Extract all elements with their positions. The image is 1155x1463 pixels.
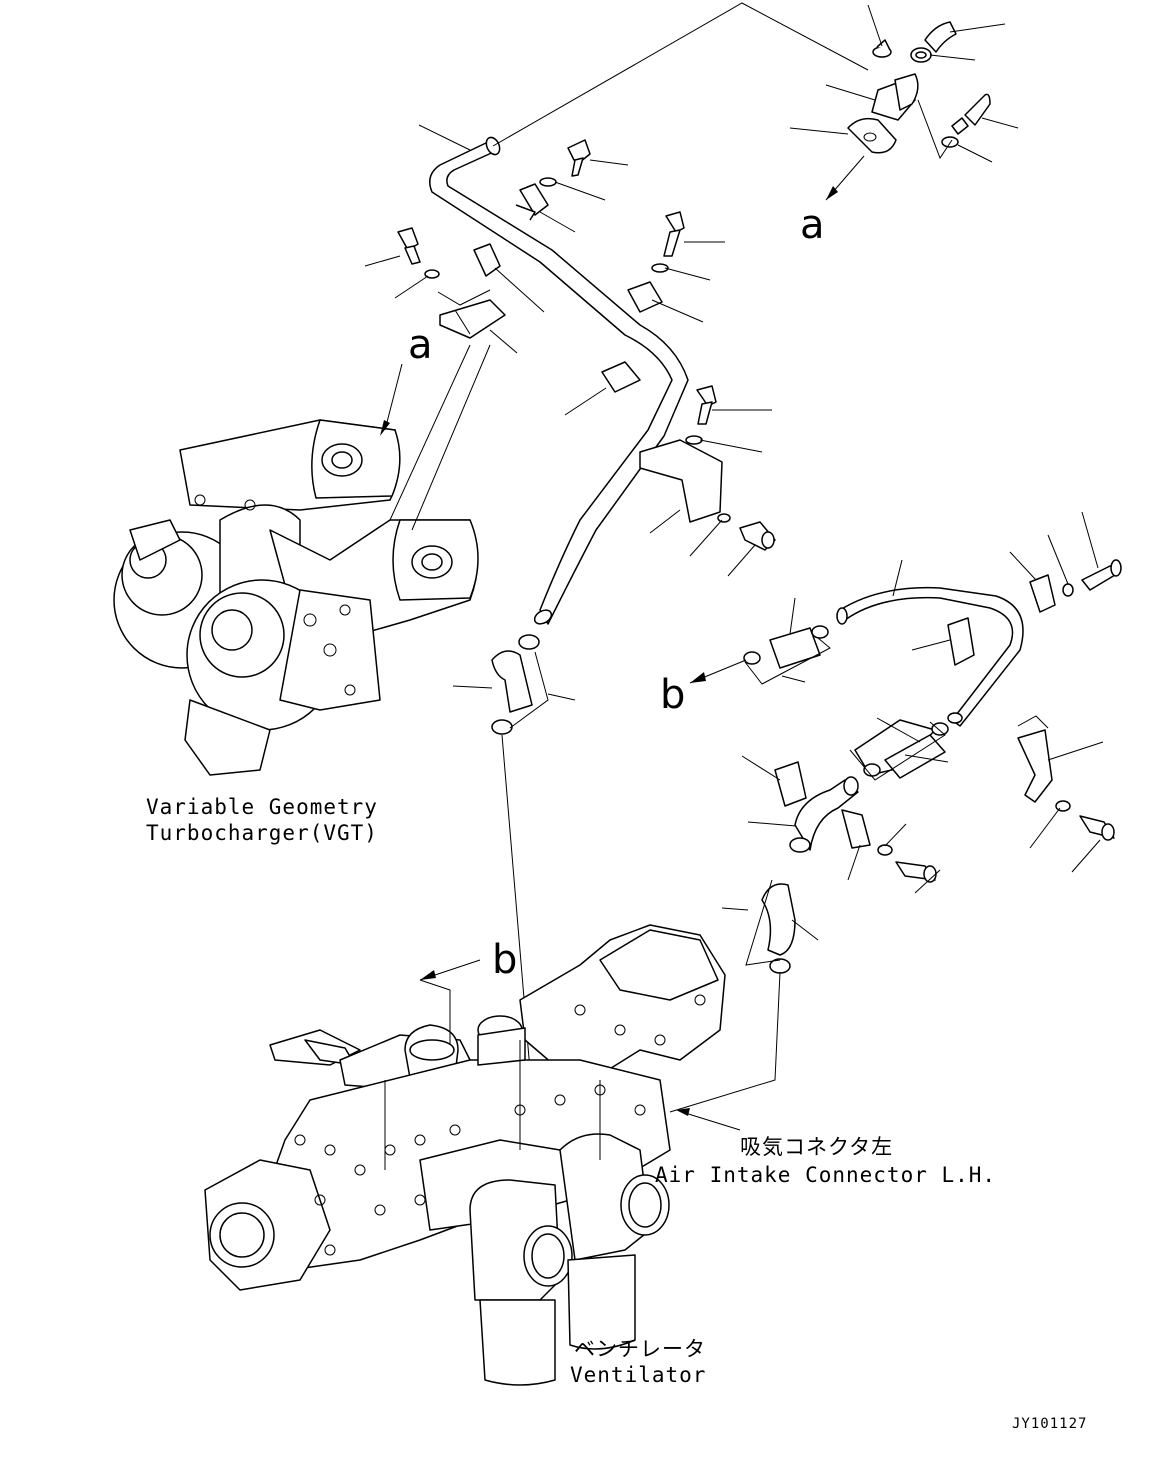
- callout-ventilator-en: Ventilator: [570, 1363, 707, 1387]
- ref-label-b-right: b: [660, 672, 686, 718]
- leaders-right-assembly: [669, 511, 1104, 1113]
- breather-hose-left: [452, 634, 576, 1191]
- engine-block-drawing: [204, 924, 741, 1386]
- leaders-upper-clamps: [364, 124, 772, 577]
- ref-label-a-left: a: [408, 322, 433, 368]
- leaders-top: [492, 2, 1019, 201]
- breather-outlet-assembly: [847, 21, 991, 154]
- drawing-code: JY101127: [1012, 1416, 1088, 1432]
- ref-label-b-bottom: b: [492, 937, 518, 983]
- pipe-clamps-upper: [397, 139, 776, 551]
- callout-ventilator-jp: ベンチレータ: [574, 1337, 706, 1361]
- breather-pipe-right: [743, 559, 1122, 974]
- turbocharger-drawing: [113, 344, 491, 776]
- callout-vgt-line2: Turbocharger(VGT): [146, 821, 378, 845]
- callout-connector-en: Air Intake Connector L.H.: [655, 1163, 997, 1187]
- callout-vgt-line1: Variable Geometry: [146, 795, 378, 819]
- ref-label-a-top: a: [800, 202, 825, 248]
- callout-connector-jp: 吸気コネクタ左: [740, 1135, 894, 1159]
